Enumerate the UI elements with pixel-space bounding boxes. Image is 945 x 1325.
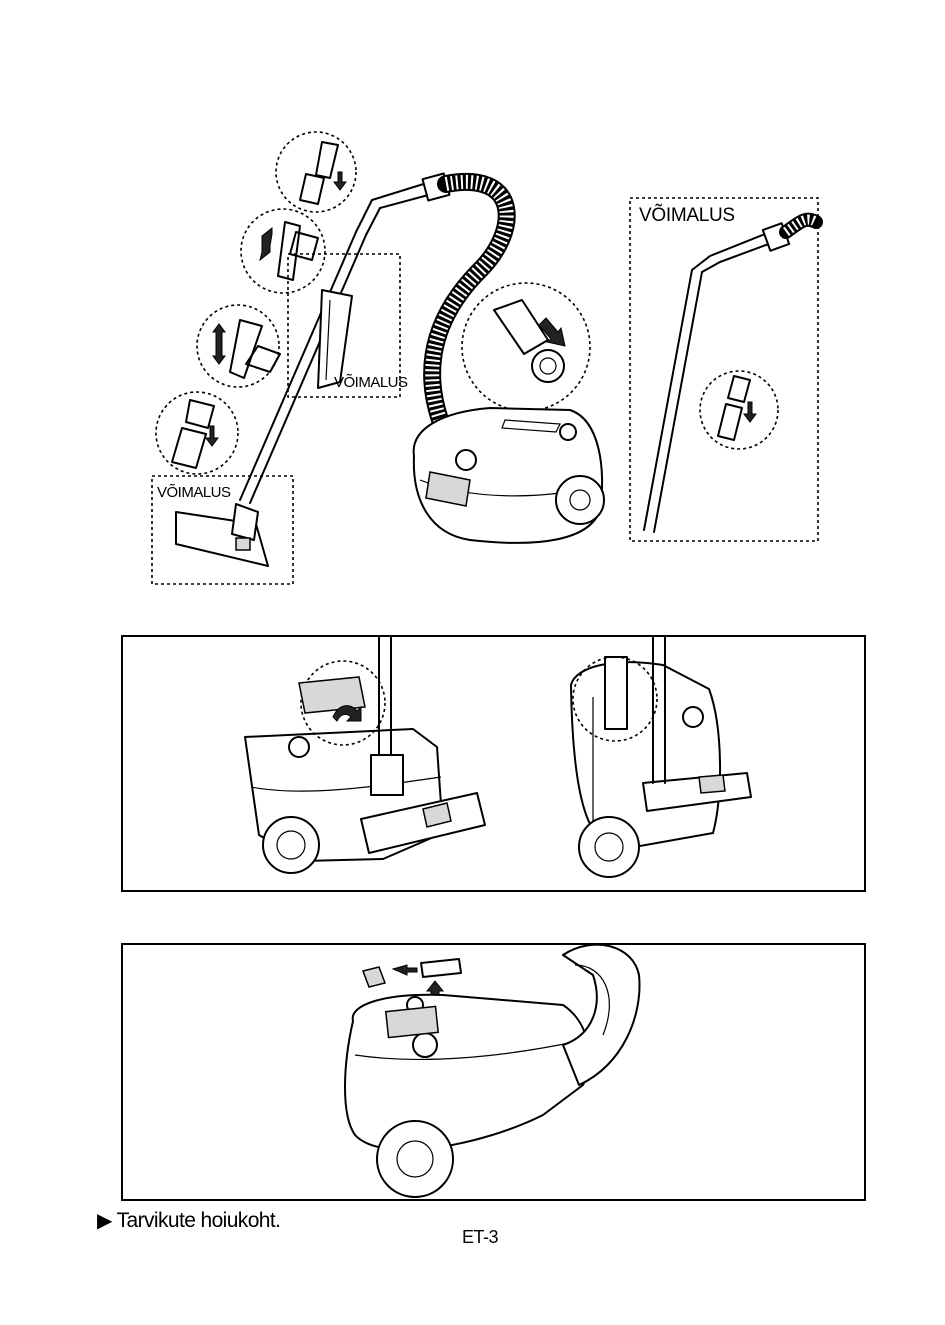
storage-drawing [123, 945, 868, 1203]
parking-panel [121, 635, 866, 892]
detail-circle-pipe-adjust [241, 209, 325, 293]
page-number: ET-3 [462, 1227, 498, 1248]
option-label-straight-pipe: VÕIMALUS [639, 205, 735, 227]
option-label-crevice: VÕIMALUS [334, 374, 408, 391]
assembly-illustration: VÕIMALUS VÕIMALUS VÕIMALUS [0, 0, 945, 600]
caption-text: Tarvikute hoiukoht. [117, 1209, 281, 1232]
storage-panel [121, 943, 866, 1201]
caption-marker-icon: ▶ [97, 1210, 112, 1232]
assembly-drawing [0, 0, 945, 600]
option-label-nozzle: VÕIMALUS [157, 484, 231, 501]
storage-caption: ▶ Tarvikute hoiukoht. [97, 1208, 280, 1233]
parking-drawing [123, 637, 868, 894]
